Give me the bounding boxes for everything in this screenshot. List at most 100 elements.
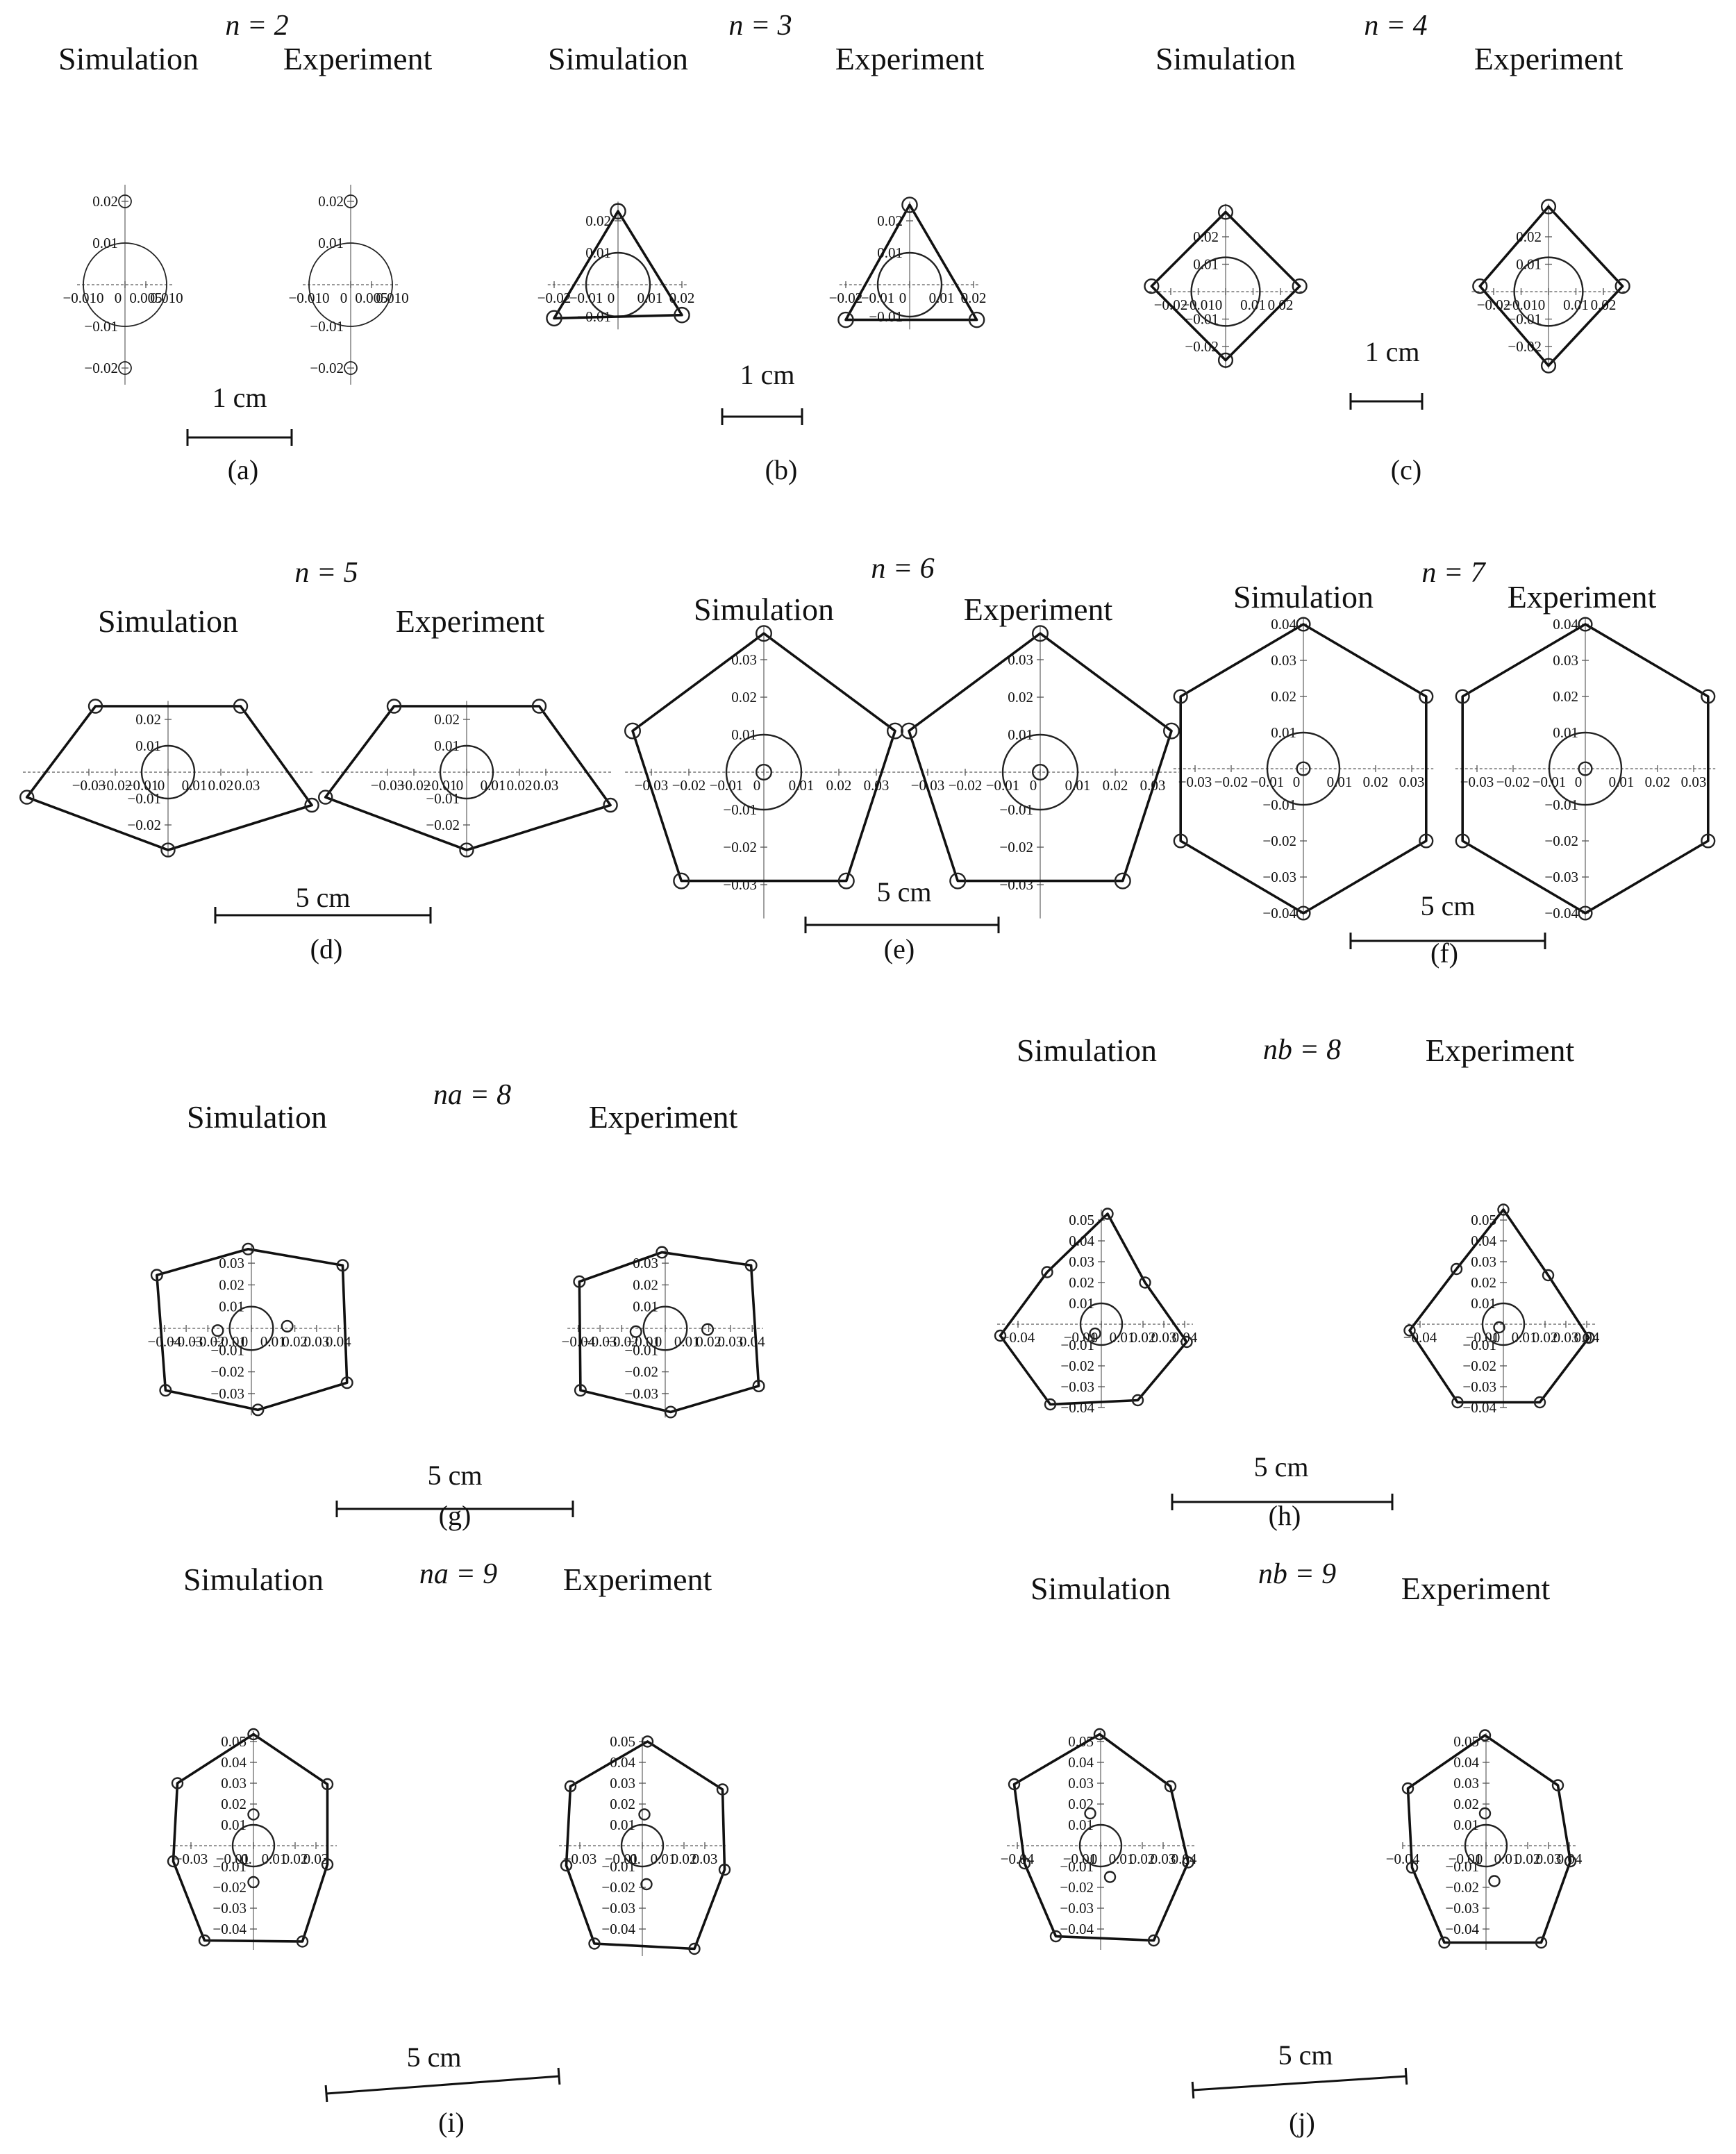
y-tick-label: −0.02 — [1445, 1879, 1479, 1896]
agent-circle — [1551, 1779, 1564, 1792]
x-tick-label: 0 — [1476, 1851, 1483, 1867]
experiment-title: Experiment — [589, 1099, 738, 1135]
formation-polygon — [1478, 205, 1624, 367]
agent-circle — [718, 1863, 731, 1876]
agent-circle — [321, 1858, 334, 1871]
x-tick-label: 0.01 — [929, 290, 955, 306]
x-tick-label: −0.02 — [949, 777, 983, 794]
agent-circle — [564, 1780, 577, 1793]
agent-circle — [1578, 617, 1593, 632]
inner-agent-circle — [640, 1878, 653, 1891]
y-tick-label: 0.01 — [221, 1817, 247, 1833]
scale-bar-end — [1404, 2067, 1408, 2085]
agent-circle — [160, 842, 176, 858]
center-circle — [1548, 731, 1623, 806]
x-tick-label: −0.010 — [62, 290, 103, 306]
y-tick-label: −0.02 — [1462, 1358, 1496, 1374]
agent-circle — [1049, 1930, 1062, 1943]
experiment-title: Experiment — [1508, 579, 1657, 615]
panel-caption: (f) — [1430, 937, 1458, 969]
formation-polygon — [631, 632, 896, 883]
x-tick-label: −0.010 — [288, 290, 329, 306]
y-tick-label: −0.03 — [1544, 869, 1578, 885]
agent-circle — [247, 1728, 260, 1741]
x-tick-label: −0.01 — [125, 777, 159, 794]
x-tick-label: −0.01 — [569, 290, 603, 306]
agent-circle — [251, 1403, 265, 1417]
x-tick-label: −0.04 — [562, 1333, 596, 1350]
agent-circle — [1217, 204, 1234, 220]
formation-polygon — [172, 1733, 329, 1943]
y-tick-label: 0.01 — [219, 1299, 244, 1315]
panel-caption: (h) — [1269, 1500, 1301, 1531]
x-tick-label: −0.03 — [563, 1851, 597, 1867]
agent-circle — [1533, 1396, 1546, 1409]
y-tick-label: 0.01 — [318, 235, 344, 251]
agent-circle — [344, 194, 358, 208]
y-tick-label: −0.02 — [310, 360, 344, 376]
panel-caption: (j) — [1289, 2107, 1315, 2138]
agent-circle — [603, 797, 618, 813]
agent-circle — [886, 722, 903, 740]
inner-agent-circle — [1296, 761, 1311, 776]
agent-circle — [610, 203, 626, 219]
x-tick-label: −0.03 — [583, 1333, 617, 1350]
x-tick-label: 0.01 — [1494, 1851, 1520, 1867]
scale-bar: 5 cm — [804, 876, 1000, 933]
y-tick-label: 0.03 — [219, 1255, 244, 1271]
y-tick-label: −0.03 — [1060, 1378, 1094, 1395]
y-tick-label: 0.03 — [1068, 1775, 1094, 1792]
y-tick-label: 0.01 — [1069, 1295, 1094, 1312]
y-tick-label: −0.02 — [84, 360, 118, 376]
x-tick-label: 0.01 — [1240, 297, 1266, 313]
agent-circle — [1535, 1936, 1548, 1949]
x-tick-label: −0.03 — [1460, 774, 1494, 790]
formation-polygon — [553, 210, 683, 320]
x-tick-label: 0.02 — [696, 1333, 721, 1350]
agent-circle — [1472, 278, 1488, 294]
agent-circle — [837, 311, 854, 328]
formation-polygon — [1179, 623, 1428, 915]
scale-bar: 5 cm — [1171, 1451, 1394, 1510]
y-tick-label: −0.01 — [999, 801, 1033, 818]
x-tick-label: 0 — [456, 777, 464, 794]
inner-agent-circle — [1493, 1321, 1505, 1334]
experiment-title: Experiment — [396, 603, 545, 639]
agent-circle — [1114, 872, 1131, 890]
agent-circle — [901, 197, 918, 213]
agent-circle — [1041, 1266, 1053, 1278]
agent-circle — [664, 1405, 677, 1419]
y-tick-label: −0.04 — [1262, 905, 1296, 921]
panel-caption: (a) — [228, 454, 258, 485]
x-tick-label: 0.01 — [1110, 1329, 1135, 1346]
y-tick-label: 0.01 — [1453, 1817, 1479, 1833]
x-tick-label: −0.04 — [1403, 1329, 1437, 1346]
agent-circle — [296, 1935, 309, 1948]
center-circle — [308, 242, 393, 327]
agent-circle — [1451, 1396, 1464, 1409]
y-tick-label: −0.03 — [1060, 1900, 1094, 1917]
x-tick-label: 0 — [1493, 1329, 1501, 1346]
scale-bar: 5 cm — [324, 2042, 561, 2103]
y-tick-label: −0.02 — [723, 839, 757, 855]
y-tick-label: 0.02 — [1069, 1274, 1094, 1291]
x-tick-label: −0.03 — [371, 777, 405, 794]
agent-circle — [1182, 1856, 1194, 1869]
y-tick-label: −0.02 — [624, 1364, 658, 1380]
agent-circle — [1497, 1203, 1510, 1216]
center-circle — [83, 242, 167, 327]
scale-bar: 5 cm — [335, 1460, 574, 1517]
agent-circle — [1450, 1262, 1463, 1276]
x-tick-label: 0.02 — [826, 777, 852, 794]
y-tick-label: 0.01 — [610, 1817, 635, 1833]
scale-bar: 1 cm — [721, 359, 803, 425]
y-tick-label: −0.02 — [127, 817, 161, 833]
y-tick-label: 0.02 — [434, 711, 460, 728]
y-tick-label: −0.01 — [84, 318, 118, 335]
